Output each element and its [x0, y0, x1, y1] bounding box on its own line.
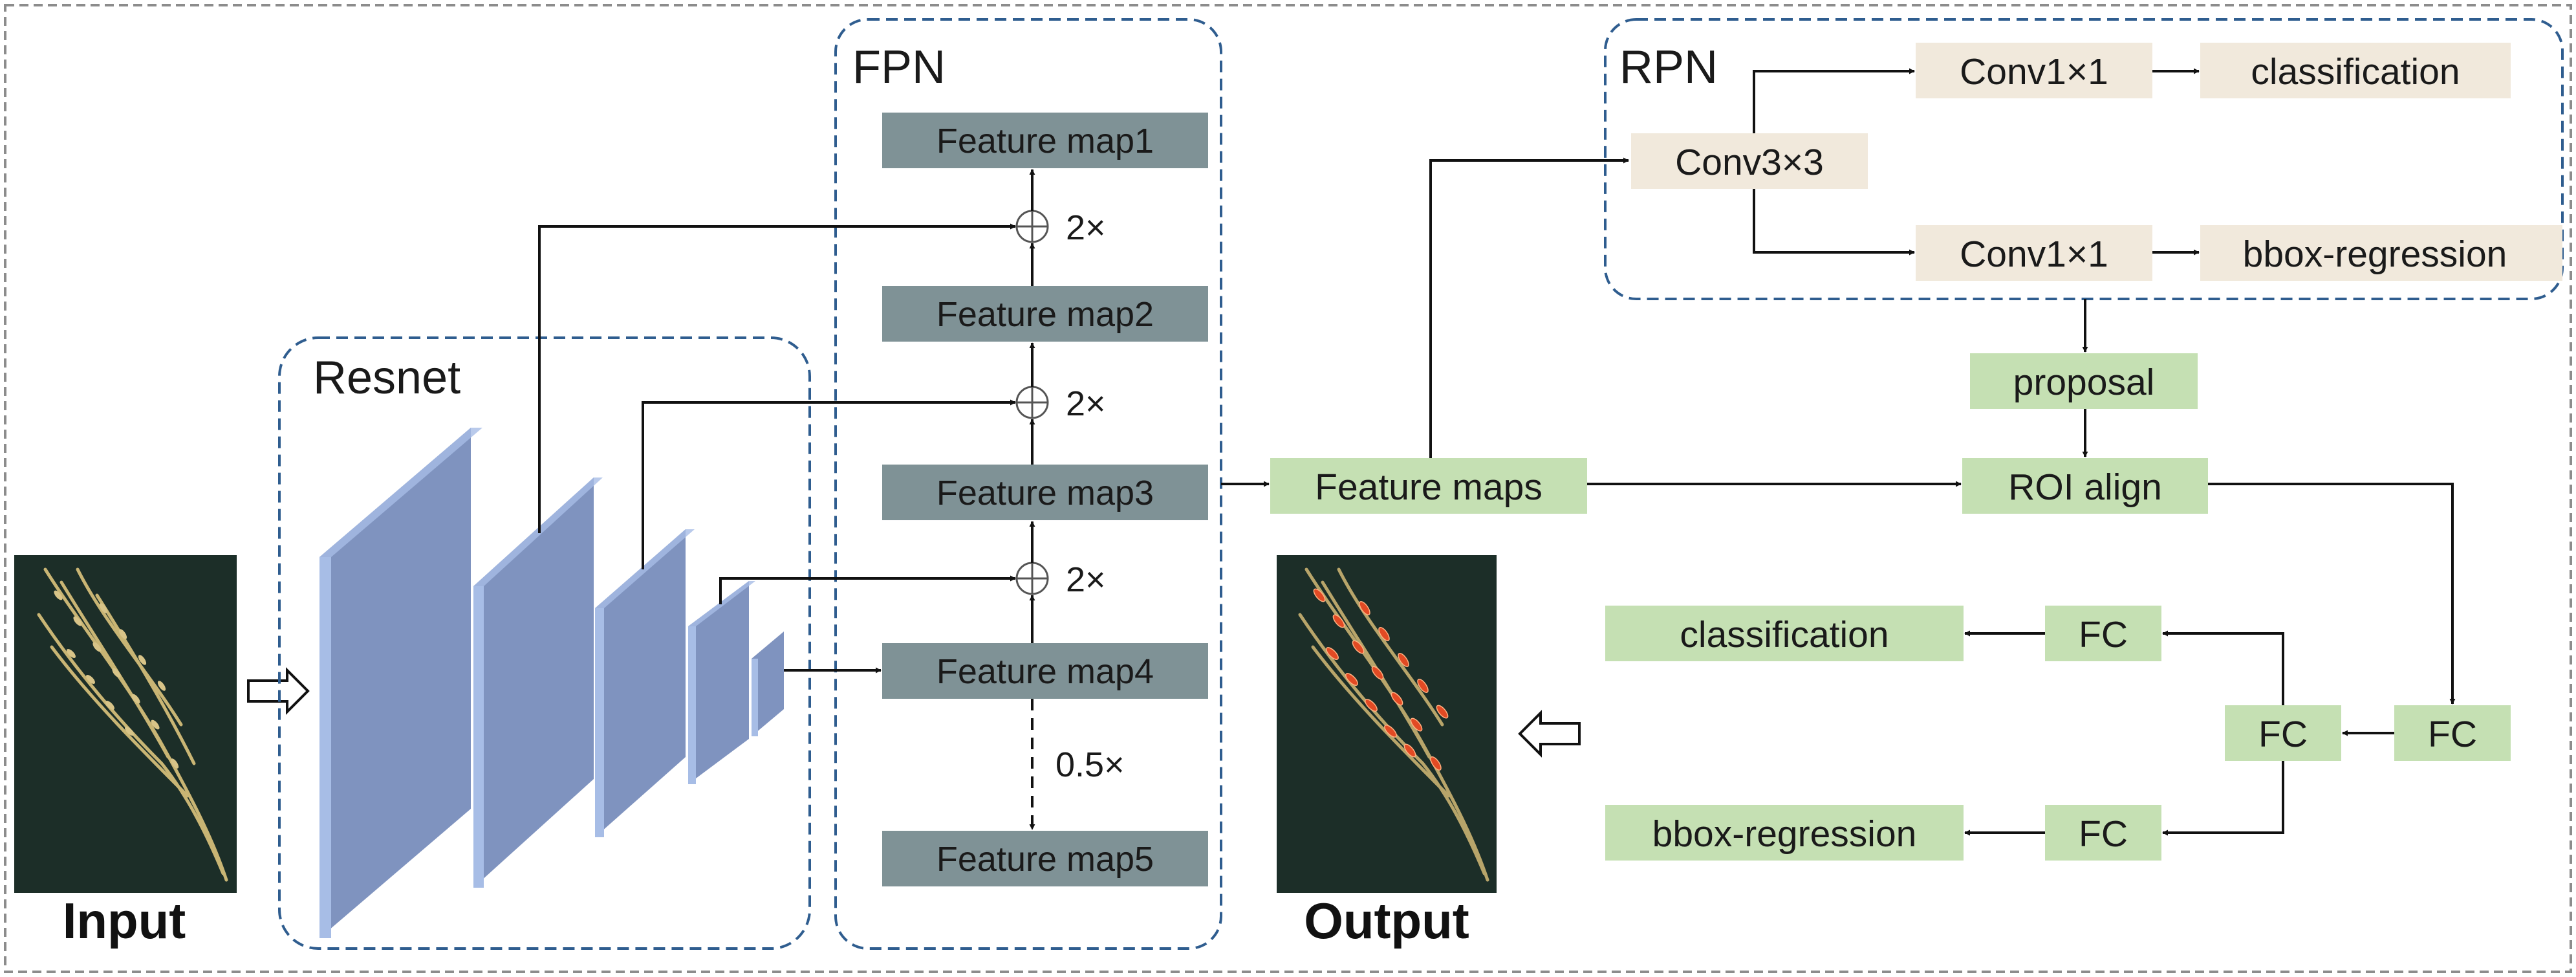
resnet-layer-5	[752, 631, 784, 736]
feature-maps-label: Feature maps	[1315, 467, 1542, 508]
feature-map-5: Feature map5	[882, 831, 1208, 886]
conv1x1-bottom-box: Conv1×1	[1916, 225, 2152, 281]
conv3x3-box: Conv3×3	[1631, 133, 1868, 189]
input-image	[14, 555, 237, 893]
resnet-layers	[319, 428, 784, 938]
fpn-title: FPN	[852, 41, 946, 93]
lateral-layer2-to-add1	[538, 223, 1016, 533]
resnet-layer-2	[473, 478, 594, 888]
feature-map-3: Feature map3	[882, 465, 1208, 520]
add-icon	[1015, 386, 1049, 419]
lateral-layer3-to-add2	[642, 399, 1016, 569]
proposal-label: proposal	[2013, 362, 2155, 403]
upsample-label-2: 2×	[1066, 384, 1106, 423]
arrow-conv3-to-conv1-top	[1753, 68, 1915, 133]
input-label: Input	[63, 892, 186, 949]
conv1x1-top-box: Conv1×1	[1916, 43, 2152, 98]
head-classification-label: classification	[1680, 614, 1889, 655]
fc-top-label: FC	[2079, 614, 2128, 655]
conv3x3-label: Conv3×3	[1675, 142, 1824, 183]
fc2-label: FC	[2258, 714, 2308, 755]
feature-map-1: Feature map1	[882, 113, 1208, 168]
fc1-label: FC	[2428, 714, 2477, 755]
upsample-label-1: 2×	[1066, 208, 1106, 247]
outer-border	[4, 4, 2572, 973]
rpn-classification-label: classification	[2251, 51, 2460, 93]
feature-map-5-label: Feature map5	[936, 840, 1154, 879]
add-icon	[1015, 210, 1049, 243]
upsample-label-3: 2×	[1066, 560, 1106, 599]
rpn-title: RPN	[1619, 41, 1718, 93]
arrow-conv3-to-conv1-bottom	[1753, 189, 1915, 256]
feature-map-2-label: Feature map2	[936, 295, 1154, 334]
resnet-layer-4	[688, 581, 749, 784]
resnet-group	[278, 336, 811, 950]
proposal-box: proposal	[1970, 353, 2198, 409]
resnet-layer-3	[595, 529, 686, 837]
arrow-fc2-to-fc-bottom	[2162, 761, 2284, 836]
arrow-roi-to-fc1	[2208, 483, 2456, 705]
feature-maps-box: Feature maps	[1270, 458, 1587, 514]
downsample-label: 0.5×	[1055, 745, 1125, 784]
roi-align-label: ROI align	[2008, 467, 2162, 508]
rpn-bbox-regression-box: bbox-regression	[2200, 225, 2562, 281]
head-bbox-regression-label: bbox-regression	[1652, 813, 1917, 855]
resnet-layer-1	[319, 428, 471, 938]
fc-bottom-label: FC	[2079, 813, 2128, 855]
lateral-layer4-to-add3	[719, 575, 1016, 604]
feature-map-4-label: Feature map4	[936, 652, 1154, 691]
fc1-box: FC	[2394, 705, 2511, 761]
output-image	[1277, 555, 1497, 893]
conv1x1-bottom-label: Conv1×1	[1960, 234, 2108, 275]
fc-bottom-box: FC	[2045, 805, 2161, 861]
feature-map-2: Feature map2	[882, 286, 1208, 342]
feature-map-4: Feature map4	[882, 643, 1208, 699]
head-bbox-regression-box: bbox-regression	[1605, 805, 1964, 861]
resnet-title: Resnet	[313, 352, 460, 404]
fc2-box: FC	[2225, 705, 2341, 761]
arrow-fc2-to-fc-top	[2162, 630, 2284, 705]
feature-map-3-label: Feature map3	[936, 474, 1154, 512]
head-classification-box: classification	[1605, 606, 1964, 661]
fc-top-box: FC	[2045, 606, 2161, 661]
rpn-bbox-regression-label: bbox-regression	[2243, 234, 2507, 275]
rpn-classification-box: classification	[2200, 43, 2511, 98]
feature-map-1-label: Feature map1	[936, 122, 1154, 160]
arrow-feature-maps-to-conv3	[1429, 157, 1629, 458]
roi-align-box: ROI align	[1962, 458, 2208, 514]
add-icon	[1015, 562, 1049, 595]
output-arrow-icon	[1518, 710, 1581, 758]
conv1x1-top-label: Conv1×1	[1960, 51, 2108, 93]
output-label: Output	[1304, 892, 1469, 949]
